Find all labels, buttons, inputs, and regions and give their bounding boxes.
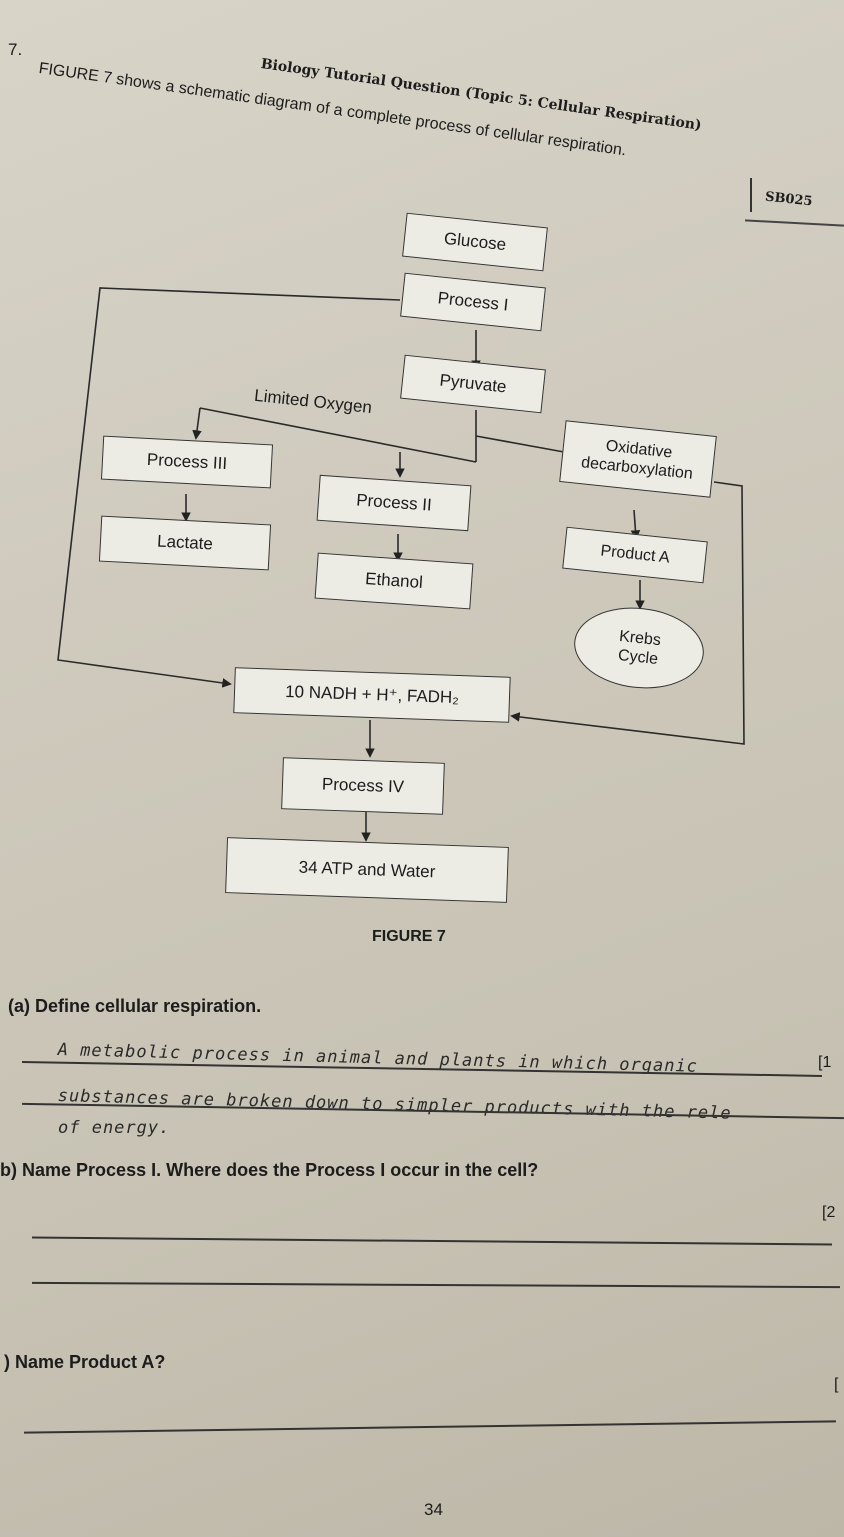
header-divider — [750, 178, 752, 212]
lactate-box: Lactate — [98, 515, 272, 571]
krebs-label: Krebs Cycle — [617, 627, 662, 668]
process-i-label: Process I — [436, 288, 510, 315]
glucose-label: Glucose — [443, 228, 508, 255]
question-c: ) Name Product A? — [4, 1352, 165, 1373]
question-a-label: (a) — [8, 996, 30, 1016]
question-a-text: Define cellular respiration. — [35, 996, 262, 1016]
pyruvate-label: Pyruvate — [438, 370, 508, 397]
nadh-box: 10 NADH + H⁺, FADH₂ — [233, 667, 511, 723]
answer-a-line3: of energy. — [58, 1118, 171, 1138]
process-iv-box: Process IV — [281, 757, 445, 815]
page-number: 34 — [424, 1500, 443, 1519]
question-b-marks: [2 — [822, 1204, 836, 1221]
oxidative-label: Oxidative decarboxylation — [580, 437, 694, 483]
question-b-bold: I — [151, 1160, 157, 1180]
question-c-label: ) — [4, 1352, 10, 1372]
question-b-text-mid: . Where does the Process — [156, 1160, 381, 1180]
ethanol-label: Ethanol — [364, 568, 424, 592]
product-a-label: Product A — [599, 542, 671, 567]
process-iii-box: Process III — [100, 435, 274, 489]
nadh-label: 10 NADH + H⁺, FADH₂ — [284, 681, 460, 707]
process-iii-label: Process III — [146, 449, 228, 473]
process-iv-label: Process IV — [321, 774, 405, 797]
atp-water-label: 34 ATP and Water — [298, 857, 436, 882]
question-b-text-post: occur in the cell? — [385, 1160, 539, 1180]
question-number: 7. — [8, 40, 23, 59]
figure-caption: FIGURE 7 — [372, 928, 446, 945]
question-b-bold2: I — [380, 1160, 386, 1180]
question-c-marks: [ — [834, 1376, 839, 1393]
atp-water-box: 34 ATP and Water — [225, 837, 509, 903]
question-c-text: Name Product A? — [15, 1352, 166, 1372]
lactate-label: Lactate — [156, 531, 214, 554]
question-b-label: b) — [0, 1160, 17, 1180]
question-b: b) Name Process I. Where does the Proces… — [0, 1160, 538, 1181]
question-a: (a) Define cellular respiration. — [8, 996, 261, 1017]
question-b-text-pre: Name Process — [22, 1160, 152, 1180]
process-ii-label: Process II — [355, 490, 433, 515]
question-a-marks: [1 — [818, 1054, 832, 1071]
